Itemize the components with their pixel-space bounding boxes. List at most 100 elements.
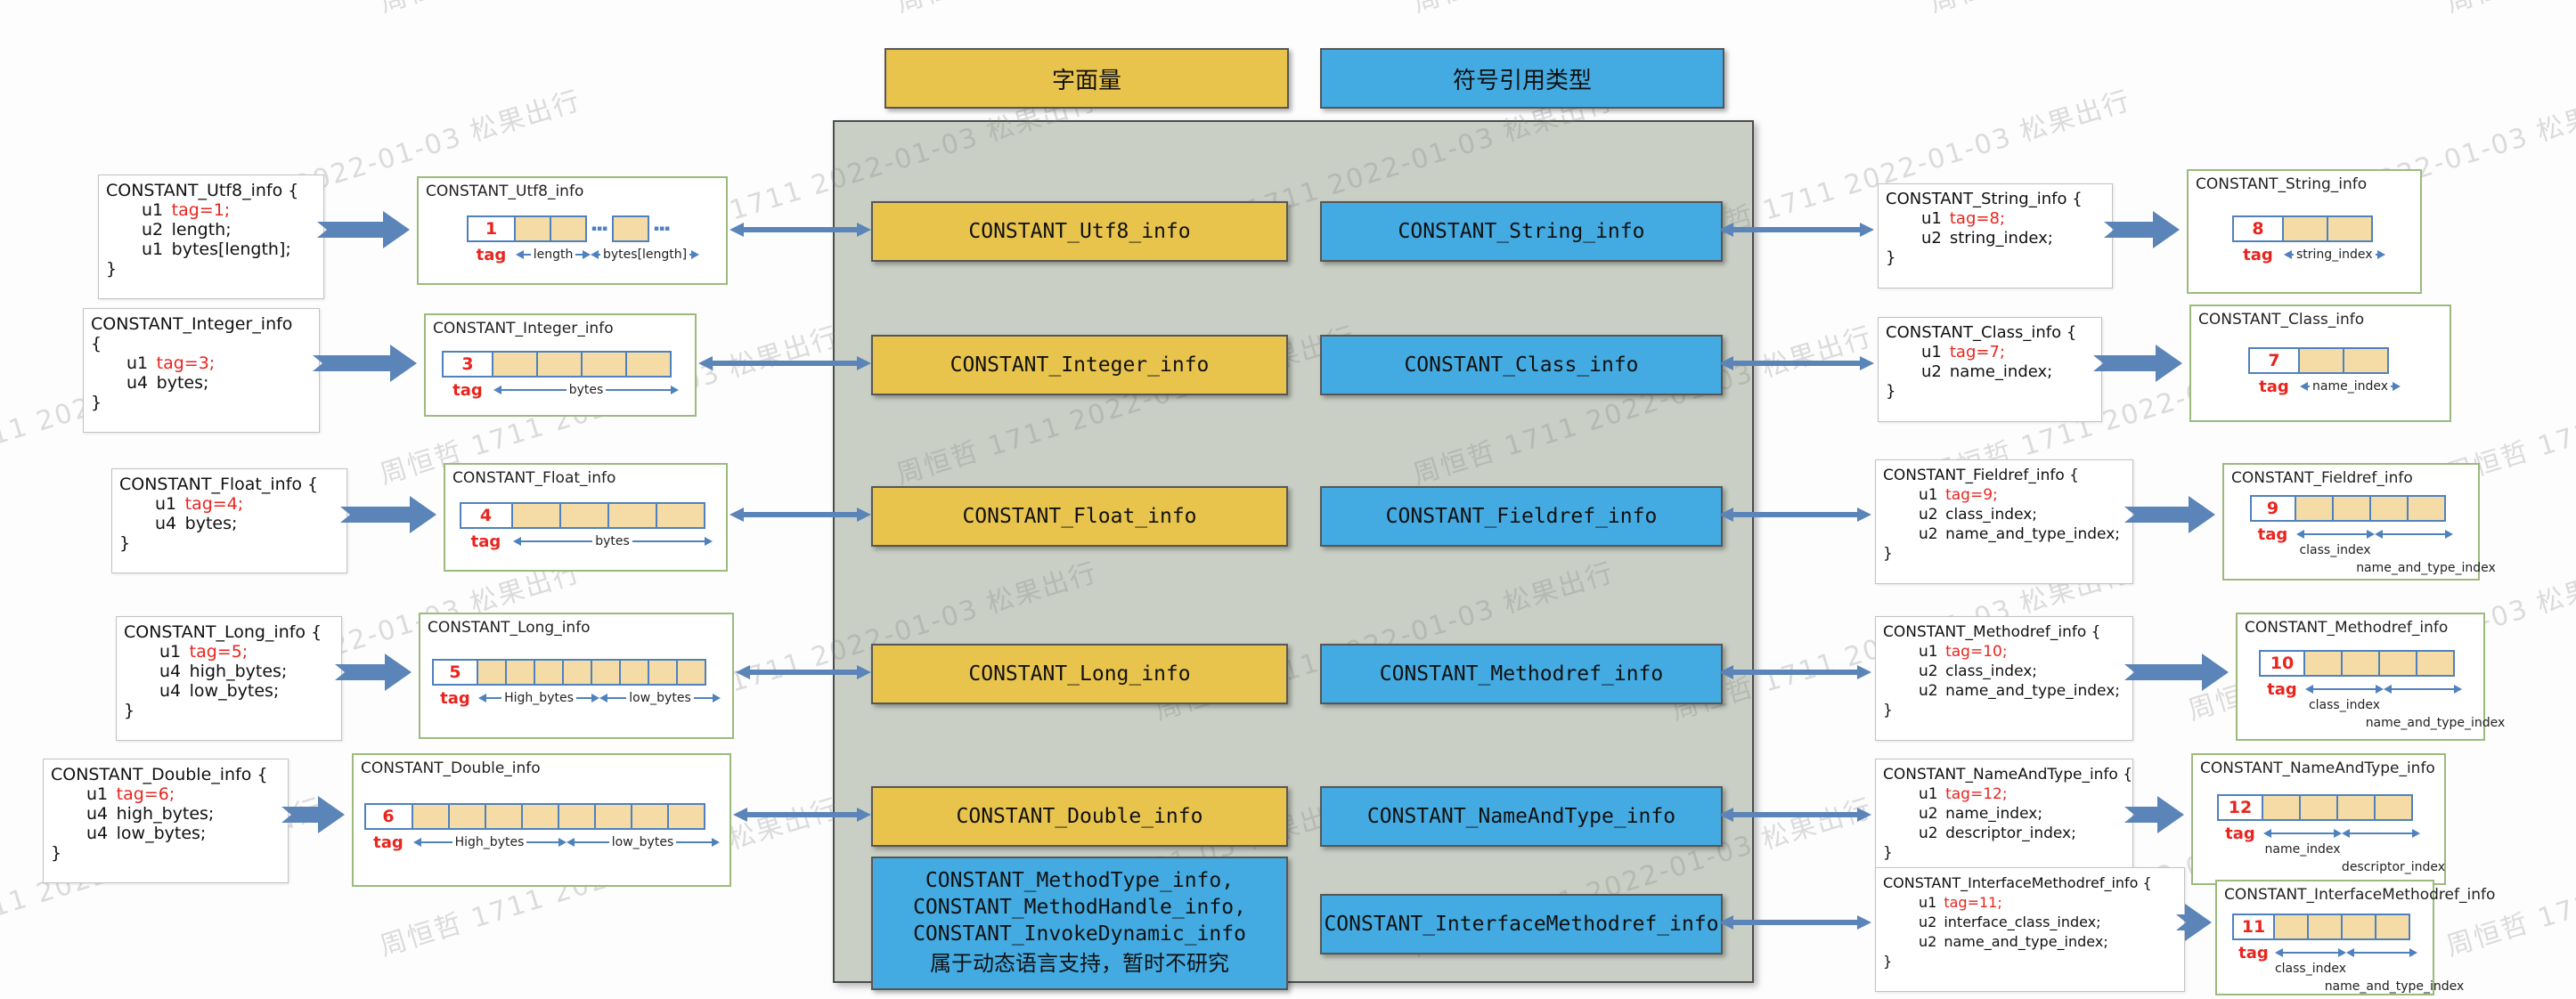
field-value: tag=8; <box>1949 209 2005 228</box>
code-field: u2 name_and_type_index; <box>1883 681 2125 701</box>
diagram-title: CONSTANT_Utf8_info <box>426 183 584 200</box>
double-arrow-icon <box>736 665 871 679</box>
dimension-line <box>676 841 712 843</box>
tag-label: tag <box>452 381 483 400</box>
dimension-line <box>2382 533 2445 535</box>
field-type: u2 <box>1919 662 1946 680</box>
code-field: u2 length; <box>106 220 316 240</box>
dimension-label: High_bytes <box>454 835 525 849</box>
code-block-constant-fieldref-info: CONSTANT_Fieldref_info {u1 tag=9;u2 clas… <box>1875 459 2133 584</box>
diagram-title: CONSTANT_Methodref_info <box>2245 619 2449 637</box>
byte-cell <box>607 502 657 529</box>
arrow-right-icon <box>2334 829 2342 838</box>
code-field: u2 class_index; <box>1883 505 2125 524</box>
arrow-left-icon <box>2295 530 2304 539</box>
code-close-brace: } <box>1883 702 1893 719</box>
watermark-text: 周恒哲 1711 2022-01-03 松果出行 <box>2441 0 2576 20</box>
dimension-label: class_index <box>2274 962 2347 976</box>
tag-label: tag <box>2238 944 2269 962</box>
dimension-label: bytes <box>595 534 630 548</box>
field-value: high_bytes; <box>116 804 215 824</box>
field-value: name_index; <box>1945 805 2043 823</box>
byte-cell <box>536 351 583 378</box>
field-type: u2 <box>1919 933 1944 950</box>
code-field: u2 interface_class_index; <box>1883 913 2177 932</box>
dimension-line <box>2313 688 2376 690</box>
double-arrow-icon <box>1719 665 1871 679</box>
field-value: tag=11; <box>1944 894 2002 911</box>
diagram-title: CONSTANT_Long_info <box>428 619 591 637</box>
byte-strip: 8 <box>2232 215 2373 242</box>
byte-cell <box>619 659 649 686</box>
literal-box-constant-integer-info: CONSTANT_Integer_info <box>871 335 1288 395</box>
dimension-line <box>2350 832 2412 834</box>
dimension-label: bytes[length] <box>603 248 688 262</box>
code-close-brace: } <box>119 533 131 553</box>
field-type: u2 <box>1921 362 1950 381</box>
byte-cell <box>2368 495 2409 522</box>
field-type: u2 <box>142 220 172 240</box>
field-value: string_index; <box>1949 229 2053 248</box>
byte-cell <box>666 803 705 830</box>
byte-cell <box>581 351 627 378</box>
dynamic-box-line: CONSTANT_MethodHandle_info, <box>913 896 1246 919</box>
field-type: u2 <box>1919 506 1946 524</box>
field-type: u1 <box>1919 894 1944 911</box>
arrow-left-icon <box>591 250 599 259</box>
dimension-line <box>2391 386 2393 387</box>
code-close-brace: } <box>51 843 62 863</box>
ellipsis-icon: ▪▪▪ <box>591 224 608 233</box>
block-arrow-icon <box>2093 345 2182 382</box>
byte-cell <box>625 351 672 378</box>
dynamic-box-line: CONSTANT_MethodType_info, <box>925 869 1235 892</box>
byte-cell <box>514 215 551 242</box>
double-arrow-icon <box>1719 915 1871 930</box>
byte-cell <box>562 659 592 686</box>
diagram-title: CONSTANT_String_info <box>2196 175 2368 193</box>
arrow-right-icon <box>711 838 720 847</box>
code-close-brace: } <box>1886 382 1896 401</box>
code-close-brace: } <box>106 259 118 279</box>
dimension-arrow <box>2384 682 2462 696</box>
watermark-text: 周恒哲 1711 2022-01-03 松果出行 <box>891 0 1360 20</box>
block-arrow-icon <box>2124 796 2184 833</box>
symbolic-box-constant-fieldref-info: CONSTANT_Fieldref_info <box>1320 486 1723 547</box>
arrow-left-icon <box>2342 829 2350 838</box>
dimension-arrow: High_bytes <box>478 691 599 705</box>
dimension-line <box>526 841 558 843</box>
code-field: u4 bytes; <box>91 373 312 393</box>
dimension-line <box>632 540 705 542</box>
byte-cell <box>477 659 507 686</box>
field-type: u4 <box>126 373 157 393</box>
field-value: tag=3; <box>156 353 216 373</box>
tag-cell: 1 <box>467 215 516 242</box>
field-type: u2 <box>1919 805 1946 823</box>
dimension-line <box>524 254 531 256</box>
dimension-line <box>574 841 609 843</box>
byte-strip: 4 <box>459 502 705 529</box>
field-value: bytes[length]; <box>171 240 291 259</box>
double-arrow-icon <box>698 356 871 370</box>
arrow-left-icon <box>2284 250 2292 259</box>
symbolic-box-constant-interfacemethodref-info: CONSTANT_InterfaceMethodref_info <box>1320 894 1723 954</box>
field-type: u1 <box>1919 785 1946 803</box>
dimension-arrow <box>2263 826 2342 841</box>
diagram-title: CONSTANT_Integer_info <box>433 320 614 337</box>
tag-label: tag <box>2243 246 2273 264</box>
dimension-line <box>689 254 692 256</box>
dimension-line <box>575 697 591 699</box>
field-value: class_index; <box>1945 506 2038 524</box>
code-field: u4 bytes; <box>119 514 339 533</box>
dimension-line <box>2283 952 2338 954</box>
code-title: CONSTANT_String_info { <box>1886 190 2083 208</box>
tag-label: tag <box>2225 824 2255 843</box>
byte-cell <box>2341 650 2380 677</box>
byte-cell <box>2336 794 2376 821</box>
diagram-title: CONSTANT_Class_info <box>2198 311 2365 329</box>
code-title: CONSTANT_Utf8_info { <box>106 181 299 200</box>
watermark-text: 周恒哲 1711 2022-01-03 松果出行 <box>1407 0 1877 20</box>
